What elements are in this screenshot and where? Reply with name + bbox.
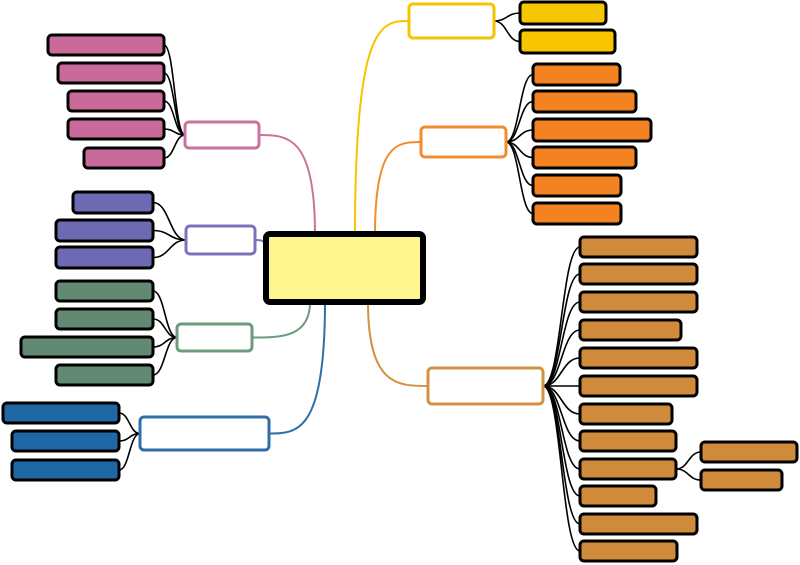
orange-leaf-connector [505, 100, 534, 143]
orange-subtopic[interactable] [531, 173, 623, 198]
blue-subtopic[interactable] [10, 429, 121, 453]
tan-subtopic[interactable] [578, 374, 699, 398]
central-topic[interactable] [263, 231, 426, 305]
yellow-subtopic[interactable] [518, 0, 608, 26]
pink-leaf-connector [163, 72, 186, 136]
purple-subtopic[interactable] [54, 218, 155, 243]
pink-subtopic[interactable] [66, 89, 166, 113]
connector-layer [118, 12, 702, 552]
tan-subtopic[interactable] [578, 346, 699, 370]
yellow-subtopic[interactable] [518, 28, 617, 55]
blue-branch-connector [268, 301, 326, 435]
tan-main-topic[interactable] [426, 366, 545, 406]
tan-subleaf-connector [675, 451, 702, 470]
green-leaf-connector [152, 290, 178, 339]
green-leaf-connector [152, 336, 178, 376]
tan-subtopic[interactable] [578, 235, 699, 259]
orange-subtopic[interactable] [531, 201, 623, 226]
tan-subtopic[interactable] [578, 429, 678, 453]
purple-subtopic[interactable] [71, 190, 155, 215]
orange-subtopic[interactable] [531, 117, 653, 143]
tan-subtopic[interactable] [578, 539, 679, 563]
tan-leaf-connector [542, 385, 581, 497]
purple-subtopic[interactable] [54, 245, 155, 270]
green-subtopic[interactable] [54, 279, 155, 303]
tan-subtopic[interactable] [578, 512, 699, 536]
pink-leaf-connector [163, 44, 186, 136]
blue-main-topic[interactable] [138, 415, 271, 452]
blue-subtopic[interactable] [10, 458, 121, 482]
green-subtopic[interactable] [54, 363, 155, 387]
tan-leaf-connector [542, 385, 581, 552]
pink-subtopic[interactable] [46, 33, 166, 57]
green-branch-connector [251, 301, 311, 339]
pink-subtopic[interactable] [56, 61, 166, 85]
tan-subtopic[interactable] [578, 262, 699, 286]
tan-leaf-connector [542, 357, 581, 387]
purple-leaf-connector [152, 239, 187, 259]
pink-branch-connector [258, 134, 316, 235]
orange-branch-connector [374, 141, 422, 235]
blue-leaf-connector [118, 432, 141, 471]
orange-subtopic[interactable] [531, 89, 638, 114]
pink-subtopic[interactable] [66, 117, 166, 141]
green-main-topic[interactable] [175, 322, 254, 353]
orange-subtopic[interactable] [531, 145, 638, 170]
yellow-leaf-connector [493, 12, 521, 22]
blue-leaf-connector [118, 412, 141, 435]
green-subtopic[interactable] [19, 335, 155, 359]
pink-main-topic[interactable] [183, 120, 261, 150]
tan-subleaf-connector [675, 468, 702, 481]
tan-subtopic[interactable] [578, 290, 699, 314]
green-subtopic[interactable] [54, 307, 155, 331]
tan-sub-subtopic[interactable] [699, 468, 784, 492]
tan-leaf-connector [542, 329, 581, 387]
tan-leaf-connector [542, 273, 581, 387]
pink-leaf-connector [163, 100, 186, 136]
tan-subtopic[interactable] [578, 402, 674, 426]
blue-subtopic[interactable] [1, 401, 121, 425]
orange-leaf-connector [505, 141, 534, 215]
orange-subtopic[interactable] [531, 62, 622, 87]
tan-leaf-connector [542, 246, 581, 387]
pink-subtopic[interactable] [82, 146, 166, 170]
purple-main-topic[interactable] [184, 224, 257, 256]
tan-leaf-connector [542, 301, 581, 387]
tan-sub-subtopic[interactable] [699, 440, 799, 464]
tan-subtopic[interactable] [578, 457, 678, 481]
orange-leaf-connector [505, 73, 534, 143]
orange-main-topic[interactable] [419, 125, 508, 159]
tan-branch-connector [367, 301, 429, 387]
yellow-leaf-connector [493, 20, 521, 43]
pink-leaf-connector [163, 134, 186, 159]
yellow-main-topic[interactable] [407, 2, 496, 40]
tan-subtopic[interactable] [578, 484, 658, 508]
tan-subtopic[interactable] [578, 318, 683, 342]
tan-leaf-connector [542, 385, 581, 525]
yellow-branch-connector [354, 20, 410, 235]
